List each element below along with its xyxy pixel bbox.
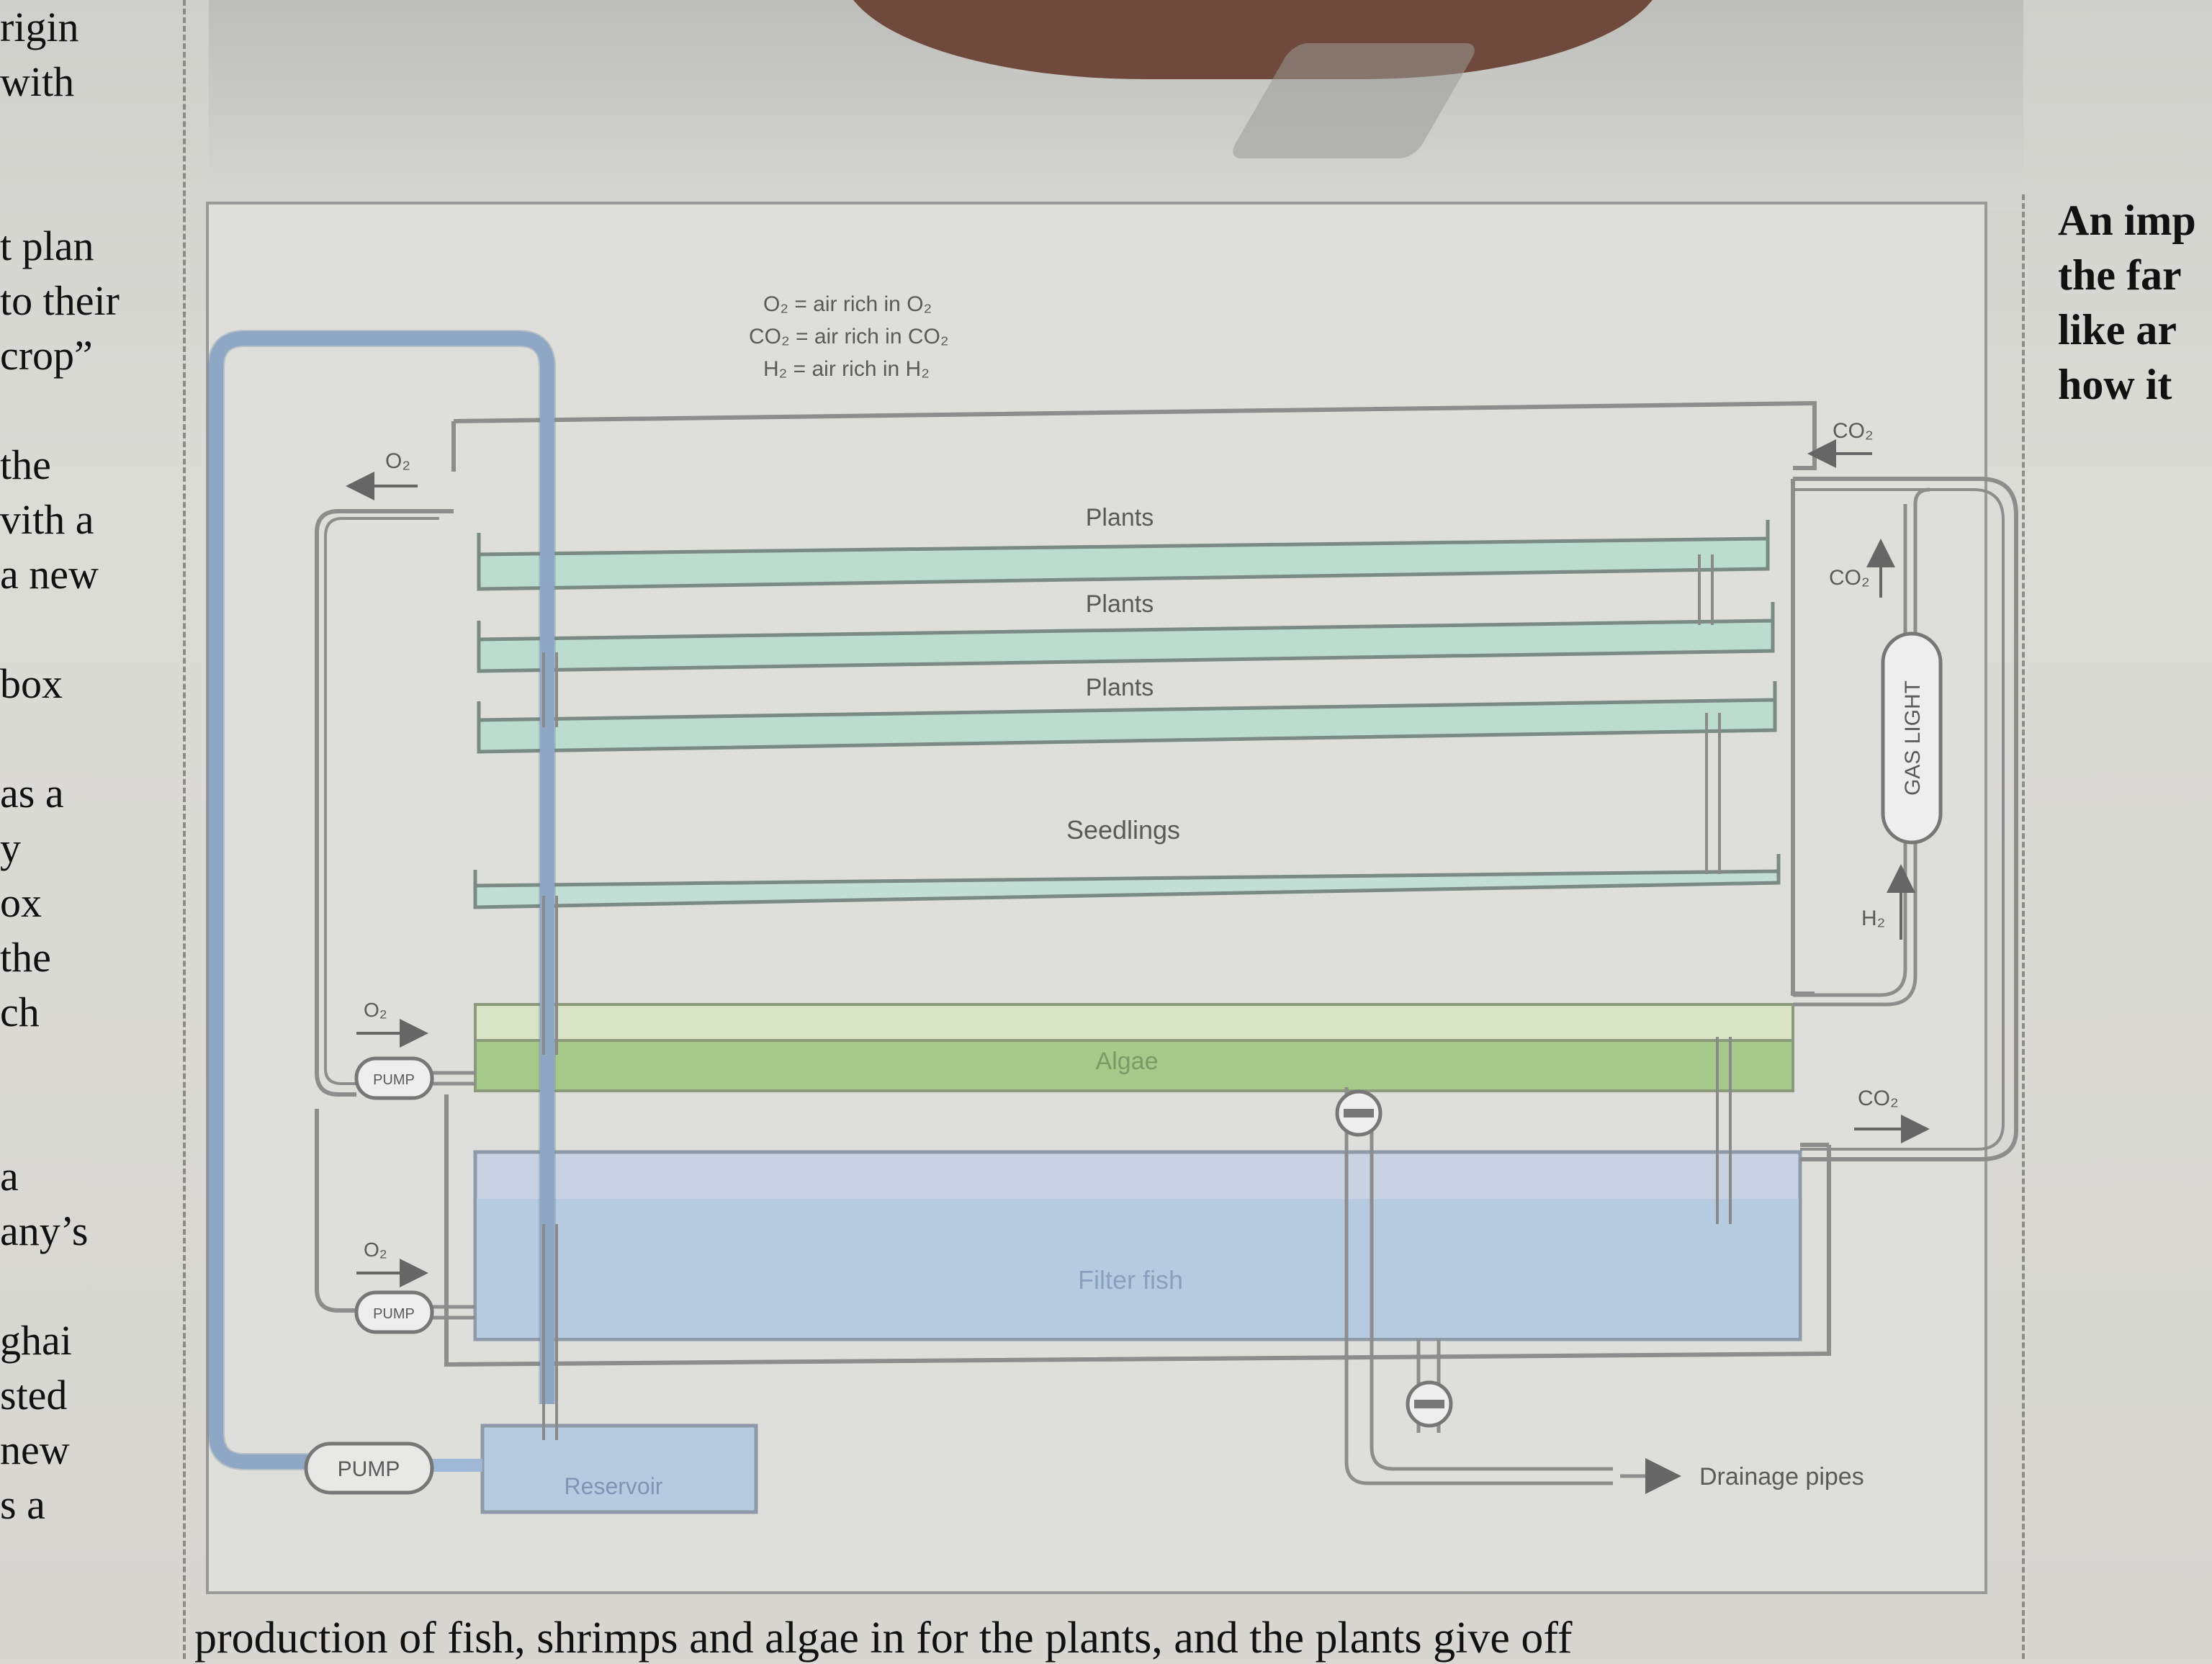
algae-tank — [474, 1003, 1794, 1092]
legend-h2: H₂ = air rich in H₂ — [763, 357, 930, 381]
column-rule-left — [183, 0, 186, 1659]
left-column-line: ghai — [0, 1317, 72, 1364]
left-column-text: rigin with t plan to their crop” the vith a a … — [0, 0, 180, 1532]
valve-upper — [1335, 1089, 1382, 1137]
left-column-line: a — [0, 1153, 19, 1200]
left-column-line: any’s — [0, 1207, 89, 1254]
label-algae: Algae — [1096, 1048, 1159, 1075]
shelf-plants-1 — [477, 520, 1770, 591]
building-roof — [453, 400, 1817, 470]
left-column-line: the — [0, 441, 51, 488]
svg-text:CO₂: CO₂ — [1829, 566, 1870, 590]
right-column-line: the far — [2058, 251, 2182, 299]
left-column-line: rigin — [0, 4, 79, 50]
pump-algae: PUMP — [354, 1056, 434, 1100]
oxygen-duct-upper — [315, 509, 454, 1097]
label-plants-1: Plants — [1086, 504, 1154, 531]
legend-co2: CO₂ = air rich in CO₂ — [749, 325, 949, 348]
gas-light: GAS LIGHT — [1881, 631, 1943, 845]
hydrogen-duct — [1793, 842, 1917, 1007]
bottom-article-text: production of fish, shrimps and algae in… — [194, 1614, 1573, 1663]
reservoir-tank — [480, 1424, 758, 1514]
svg-text:PUMP: PUMP — [373, 1306, 415, 1322]
right-column-line: An imp — [2058, 197, 2196, 244]
svg-text:PUMP: PUMP — [373, 1072, 415, 1088]
label-drainage-pipes: Drainage pipes — [1699, 1463, 1864, 1490]
left-column-line: sted — [0, 1372, 68, 1418]
left-column-line: ox — [0, 879, 42, 926]
svg-text:GAS LIGHT: GAS LIGHT — [1901, 680, 1925, 796]
left-column-line: vith a — [0, 496, 94, 543]
shelf-plants-2 — [477, 602, 1775, 673]
shelf-seedlings — [473, 854, 1781, 909]
gas-light-co2-duct — [1903, 487, 1930, 634]
label-seedlings: Seedlings — [1066, 815, 1180, 845]
label-plants-2: Plants — [1086, 590, 1154, 618]
left-column-line: crop” — [0, 332, 93, 379]
svg-text:O₂: O₂ — [385, 449, 410, 473]
left-column-line: to their — [0, 277, 120, 324]
left-column-line: as a — [0, 770, 64, 817]
legend-o2: O₂ = air rich in O₂ — [763, 292, 932, 316]
left-column-line: ch — [0, 989, 40, 1035]
oxygen-duct-lower — [315, 1109, 356, 1313]
right-column-line: like ar — [2058, 306, 2177, 354]
pump-to-algae-duct — [432, 1071, 475, 1086]
svg-text:PUMP: PUMP — [338, 1457, 400, 1481]
left-column-line: t plan — [0, 222, 94, 269]
filter-fish-tank — [473, 1150, 1802, 1341]
drip-pipes — [542, 554, 1732, 1440]
right-column-line: how it — [2058, 361, 2172, 408]
photo-strip — [209, 0, 2023, 209]
label-reservoir: Reservoir — [565, 1473, 663, 1499]
co2-return-duct — [1793, 477, 2018, 1161]
left-column-line: s a — [0, 1481, 45, 1528]
shelf-plants-3 — [477, 681, 1777, 754]
left-column-line: y — [0, 824, 21, 871]
water-return-pipe-outline — [207, 330, 556, 1470]
column-rule-right — [2022, 194, 2025, 1659]
svg-text:CO₂: CO₂ — [1833, 419, 1874, 443]
pump-reservoir: PUMP — [304, 1442, 434, 1495]
pump-fish: PUMP — [354, 1290, 434, 1334]
svg-text:O₂: O₂ — [364, 999, 387, 1021]
label-plants-3: Plants — [1086, 674, 1154, 701]
svg-text:H₂: H₂ — [1861, 907, 1885, 930]
water-return-pipe — [209, 331, 554, 1469]
left-column-line: new — [0, 1426, 70, 1473]
svg-text:CO₂: CO₂ — [1858, 1087, 1899, 1110]
flow-co2-mid: CO₂ — [1829, 539, 1895, 598]
flow-co2-bottom: CO₂ — [1854, 1087, 1930, 1143]
pump-to-fish-duct — [432, 1305, 475, 1320]
building-lower-wall — [444, 1094, 1831, 1367]
svg-text:O₂: O₂ — [364, 1238, 387, 1261]
flow-h2: H₂ — [1861, 864, 1915, 940]
left-column-line: box — [0, 660, 63, 707]
right-column-text: An imp the far like ar how it — [2058, 193, 2212, 412]
flow-o2-pump2: O₂ — [356, 1238, 428, 1287]
flow-co2-top: CO₂ — [1807, 419, 1874, 468]
legend: O₂ = air rich in O₂ CO₂ = air rich in CO… — [749, 292, 949, 381]
flow-o2-top: O₂ — [346, 449, 418, 500]
flow-o2-pump1: O₂ — [356, 999, 428, 1048]
left-column-line: a new — [0, 551, 99, 598]
oxygen-duct-upper-inner — [324, 517, 439, 1085]
label-filter-fish: Filter fish — [1078, 1265, 1183, 1295]
valve-lower — [1406, 1380, 1453, 1428]
left-column-line: with — [0, 58, 75, 105]
co2-return-duct-inner — [1793, 488, 2005, 1151]
left-column-line: the — [0, 934, 51, 981]
